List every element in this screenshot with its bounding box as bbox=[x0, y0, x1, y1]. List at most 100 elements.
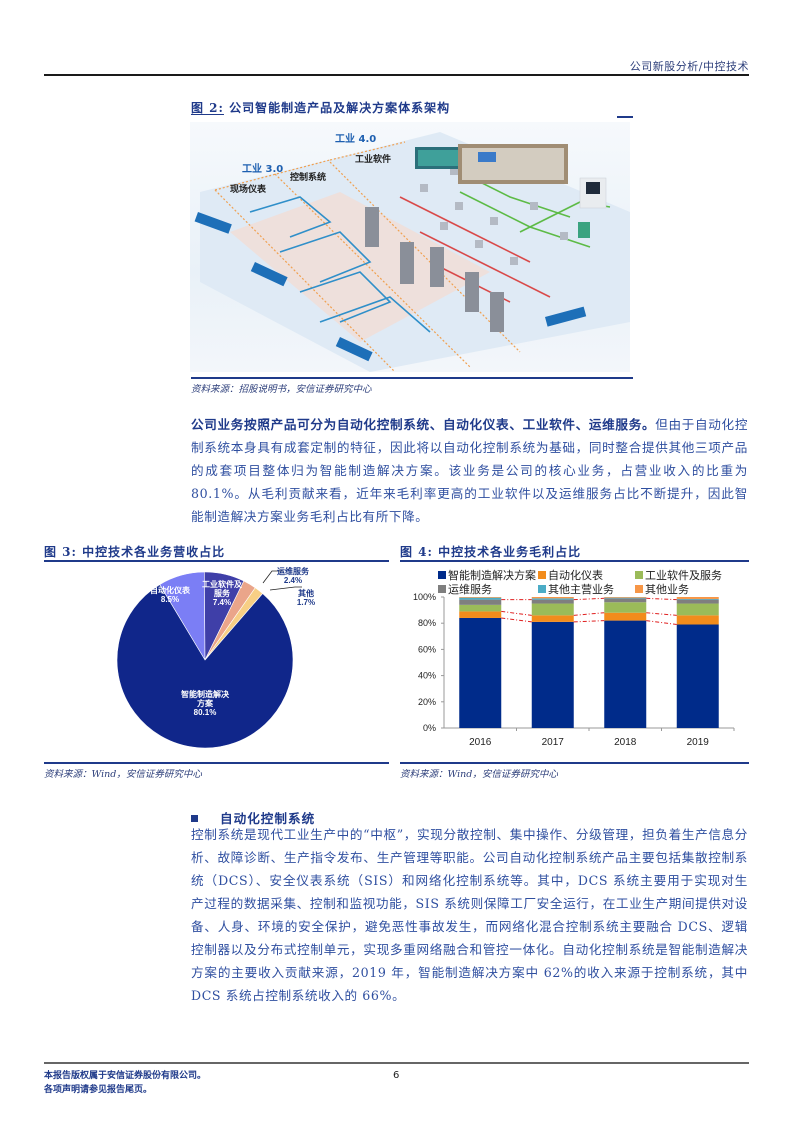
bar-segment bbox=[604, 602, 647, 613]
business-paragraph-lead: 公司业务按照产品可分为自动化控制系统、自动化仪表、工业软件、运维服务。 bbox=[191, 417, 656, 432]
legend-swatch-icon bbox=[438, 585, 446, 593]
bar-segment bbox=[604, 597, 647, 598]
bar-segment bbox=[531, 615, 574, 622]
bar-segment bbox=[604, 612, 647, 621]
section-paragraph: 控制系统是现代工业生产中的“中枢”，实现分散控制、集中操作、分级管理，担负着生产… bbox=[191, 827, 748, 1003]
figure4-title-text: 中控技术各业务毛利占比 bbox=[438, 545, 582, 559]
legend-label: 其他主营业务 bbox=[548, 584, 614, 596]
figure3-source: 资料来源：Wind，安信证券研究中心 bbox=[44, 769, 202, 780]
x-tick-label: 2016 bbox=[469, 737, 492, 748]
legend-item: 智能制造解决方案 bbox=[438, 567, 536, 583]
architecture-diagram-illustration: 工业 3.0 工业 4.0 现场仪表 控制系统 工业软件 bbox=[194, 132, 630, 372]
bar-segment bbox=[676, 615, 719, 625]
x-tick-label: 2017 bbox=[542, 737, 565, 748]
legend-label: 自动化仪表 bbox=[548, 570, 603, 582]
legend-item: 运维服务 bbox=[438, 581, 492, 597]
legend-label: 运维服务 bbox=[448, 584, 492, 596]
business-paragraph: 公司业务按照产品可分为自动化控制系统、自动化仪表、工业软件、运维服务。但由于自动… bbox=[191, 413, 748, 528]
bar-segment bbox=[604, 597, 647, 599]
business-paragraph-body: 但由于自动化控制系统本身具有成套定制的特征，因此将以自动化控制系统为基础，同时整… bbox=[191, 417, 749, 524]
bar-segment bbox=[604, 620, 647, 728]
legend-swatch-icon bbox=[635, 571, 643, 579]
bar-segment bbox=[459, 599, 502, 605]
bar-segment bbox=[676, 599, 719, 604]
figure3-source-rule bbox=[44, 762, 389, 764]
gross-profit-bar-svg: 0% 20% 40% 60% 80% 100% 2016 2017 2018 2019 bbox=[413, 592, 735, 748]
figure4-source-rule bbox=[400, 762, 749, 764]
figure2-title-text: 公司智能制造产品及解决方案体系架构 bbox=[229, 101, 451, 115]
bar-segment bbox=[459, 597, 502, 598]
figure2-source: 资料来源：招股说明书，安信证券研究中心 bbox=[191, 384, 372, 395]
bar-segment bbox=[676, 597, 719, 599]
gross-profit-bar-chart: 智能制造解决方案自动化仪表 工业软件及服务运维服务 其他主营业务 其他业务 0% 20%… bbox=[400, 565, 755, 755]
figure4-title: 图 4: 中控技术各业务毛利占比 bbox=[400, 543, 581, 560]
legend-swatch-icon bbox=[438, 571, 446, 579]
legend-label: 智能制造解决方案 bbox=[448, 570, 536, 582]
bar-segment bbox=[676, 603, 719, 616]
section-heading: 自动化控制系统 bbox=[191, 808, 315, 827]
architecture-diagram: 工业 3.0 工业 4.0 现场仪表 控制系统 工业软件 bbox=[190, 122, 630, 372]
figure2-source-rule bbox=[191, 377, 633, 379]
legend-item: 工业软件及服务 bbox=[635, 567, 722, 583]
footer-notice: 各项声明请参见报告尾页。 bbox=[44, 1085, 153, 1095]
legend-item: 其他主营业务 bbox=[538, 581, 614, 597]
bar-segment bbox=[459, 597, 502, 600]
y-tick-label: 60% bbox=[418, 644, 436, 654]
x-tick-label: 2019 bbox=[687, 737, 710, 748]
page-number: 6 bbox=[393, 1070, 400, 1081]
bar-segment bbox=[531, 603, 574, 616]
diagram-label-industrial-software: 工业软件 bbox=[355, 153, 391, 165]
figure4-title-rule bbox=[400, 560, 749, 562]
footer-disclaimer: 本报告版权属于安信证券股份有限公司。 各项声明请参见报告尾页。 bbox=[44, 1069, 206, 1097]
bar-segment bbox=[459, 617, 502, 728]
bar-segment bbox=[531, 598, 574, 600]
y-tick-label: 80% bbox=[418, 618, 436, 628]
diagram-label-field-instruments: 现场仪表 bbox=[230, 183, 267, 195]
pie-slice bbox=[116, 584, 294, 749]
figure2-number: 图 2: bbox=[191, 101, 224, 115]
figure3-number: 图 3: bbox=[44, 545, 77, 559]
legend-label: 工业软件及服务 bbox=[645, 570, 722, 582]
diagram-label-industry40: 工业 4.0 bbox=[335, 132, 376, 145]
figure3-title: 图 3: 中控技术各业务营收占比 bbox=[44, 543, 225, 560]
section-bullet-icon bbox=[191, 815, 198, 822]
header-title: 公司新股分析/中控技术 bbox=[629, 60, 749, 73]
legend-swatch-icon bbox=[538, 585, 546, 593]
legend-item: 其他业务 bbox=[635, 581, 689, 597]
x-tick-label: 2018 bbox=[614, 737, 637, 748]
bar-segment bbox=[531, 597, 574, 599]
y-tick-label: 100% bbox=[413, 592, 436, 602]
section-heading-text: 自动化控制系统 bbox=[220, 811, 316, 826]
footer-copyright: 本报告版权属于安信证券股份有限公司。 bbox=[44, 1071, 207, 1081]
y-tick-label: 40% bbox=[418, 671, 436, 681]
y-tick-label: 0% bbox=[423, 723, 436, 733]
bar-segment bbox=[531, 599, 574, 604]
bar-segment bbox=[459, 604, 502, 612]
figure4-source: 资料来源：Wind，安信证券研究中心 bbox=[400, 769, 558, 780]
figure2-title: 图 2: 公司智能制造产品及解决方案体系架构 bbox=[191, 99, 450, 116]
footer-rule bbox=[44, 1062, 749, 1064]
figure4-number: 图 4: bbox=[400, 545, 433, 559]
diagram-label-industry30: 工业 3.0 bbox=[242, 162, 283, 175]
legend-label: 其他业务 bbox=[645, 584, 689, 596]
bar-segment bbox=[459, 611, 502, 618]
bar-segment bbox=[604, 598, 647, 603]
figure3-title-text: 中控技术各业务营收占比 bbox=[82, 545, 226, 559]
bar-segment bbox=[676, 624, 719, 728]
bar-segment bbox=[676, 598, 719, 600]
bar-segment bbox=[531, 621, 574, 728]
y-tick-label: 20% bbox=[418, 697, 436, 707]
legend-swatch-icon bbox=[538, 571, 546, 579]
figure3-title-rule bbox=[44, 560, 389, 562]
header-rule bbox=[44, 74, 749, 76]
legend-item: 自动化仪表 bbox=[538, 567, 603, 583]
diagram-label-control-system: 控制系统 bbox=[290, 171, 326, 183]
legend-swatch-icon bbox=[635, 585, 643, 593]
